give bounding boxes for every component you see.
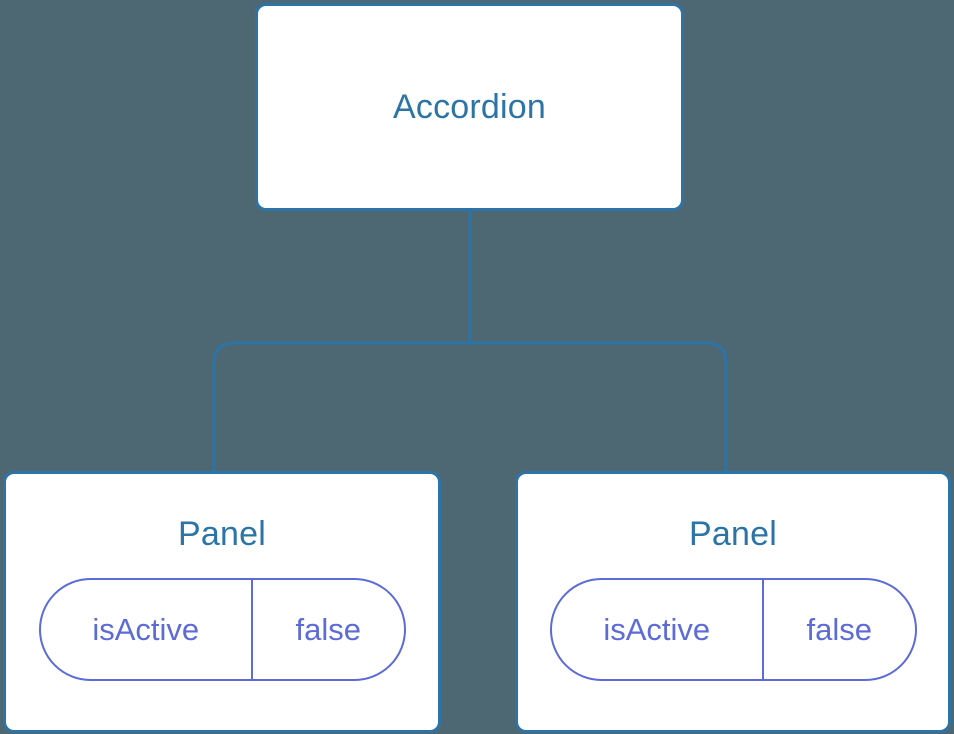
node-panel-left[interactable]: Panel isActive false <box>3 471 441 733</box>
node-title: Panel <box>178 515 266 553</box>
node-accordion[interactable]: Accordion <box>255 3 684 211</box>
edge-to-panel-left <box>212 341 470 473</box>
prop-key: isActive <box>552 580 765 679</box>
prop-value: false <box>806 612 872 647</box>
prop-pill-isactive[interactable]: isActive false <box>38 578 406 681</box>
edge-to-panel-right <box>470 341 728 473</box>
node-panel-right[interactable]: Panel isActive false <box>515 471 951 733</box>
node-title: Panel <box>689 515 777 553</box>
prop-pill-isactive[interactable]: isActive false <box>549 578 917 681</box>
prop-value: false <box>295 612 361 647</box>
prop-key: isActive <box>41 580 254 679</box>
node-title: Accordion <box>393 88 546 126</box>
